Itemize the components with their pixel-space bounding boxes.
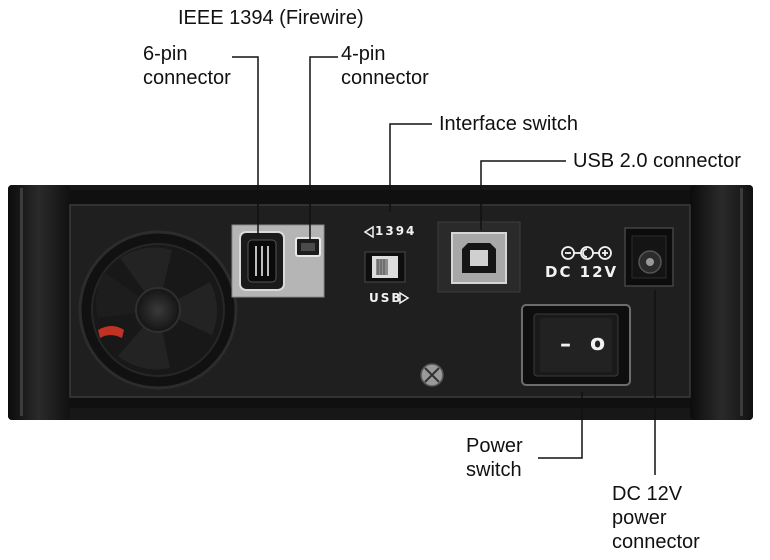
power-switch-label-line: Power (466, 435, 523, 457)
dc-rating-marking: DC 12V (545, 263, 619, 281)
right-end-cap (690, 185, 753, 420)
power-rocker-switch (521, 304, 631, 386)
power-on-symbol: o (590, 331, 606, 356)
left-end-cap (8, 185, 70, 420)
six-pin-label-line: 6-pin (143, 43, 188, 65)
four-pin-connector-label: 4-pin connector (341, 42, 429, 90)
firewire-mode-arrow-icon (363, 225, 374, 239)
polarity-symbol (561, 246, 612, 260)
dc-power-connector-label: DC 12V power connector (612, 482, 700, 554)
panel-screw (420, 363, 444, 387)
power-switch-label-line: switch (466, 459, 522, 481)
six-pin-label-line: connector (143, 67, 231, 89)
power-switch-label: Power switch (466, 434, 523, 482)
dc-power-jack (624, 227, 674, 287)
four-pin-label-line: connector (341, 67, 429, 89)
usb-mode-arrow-icon (399, 291, 410, 305)
interface-switch-label: Interface switch (439, 113, 578, 135)
fan-wire (98, 326, 124, 338)
six-pin-leader (232, 56, 259, 235)
firewire-mode-marking: 1394 (375, 224, 417, 238)
six-pin-connector-label: 6-pin connector (143, 42, 231, 90)
cooling-fan (78, 230, 238, 390)
dc-power-label-line: power (612, 507, 667, 529)
interface-slide-switch (364, 251, 406, 283)
dc-power-label-line: DC 12V (612, 483, 683, 505)
usb-mode-marking: USB (369, 291, 403, 305)
dc-power-label-line: connector (612, 531, 700, 553)
firewire-port-plate (231, 224, 325, 298)
interface-switch-leader (389, 123, 432, 212)
four-pin-leader (309, 56, 338, 240)
usb-b-port (437, 221, 521, 293)
usb-connector-leader (480, 160, 566, 230)
usb-connector-label: USB 2.0 connector (573, 150, 741, 172)
firewire-title-label: IEEE 1394 (Firewire) (178, 7, 364, 29)
four-pin-label-line: 4-pin (341, 43, 386, 65)
power-switch-leader (538, 392, 583, 459)
power-off-symbol: – (560, 332, 571, 357)
